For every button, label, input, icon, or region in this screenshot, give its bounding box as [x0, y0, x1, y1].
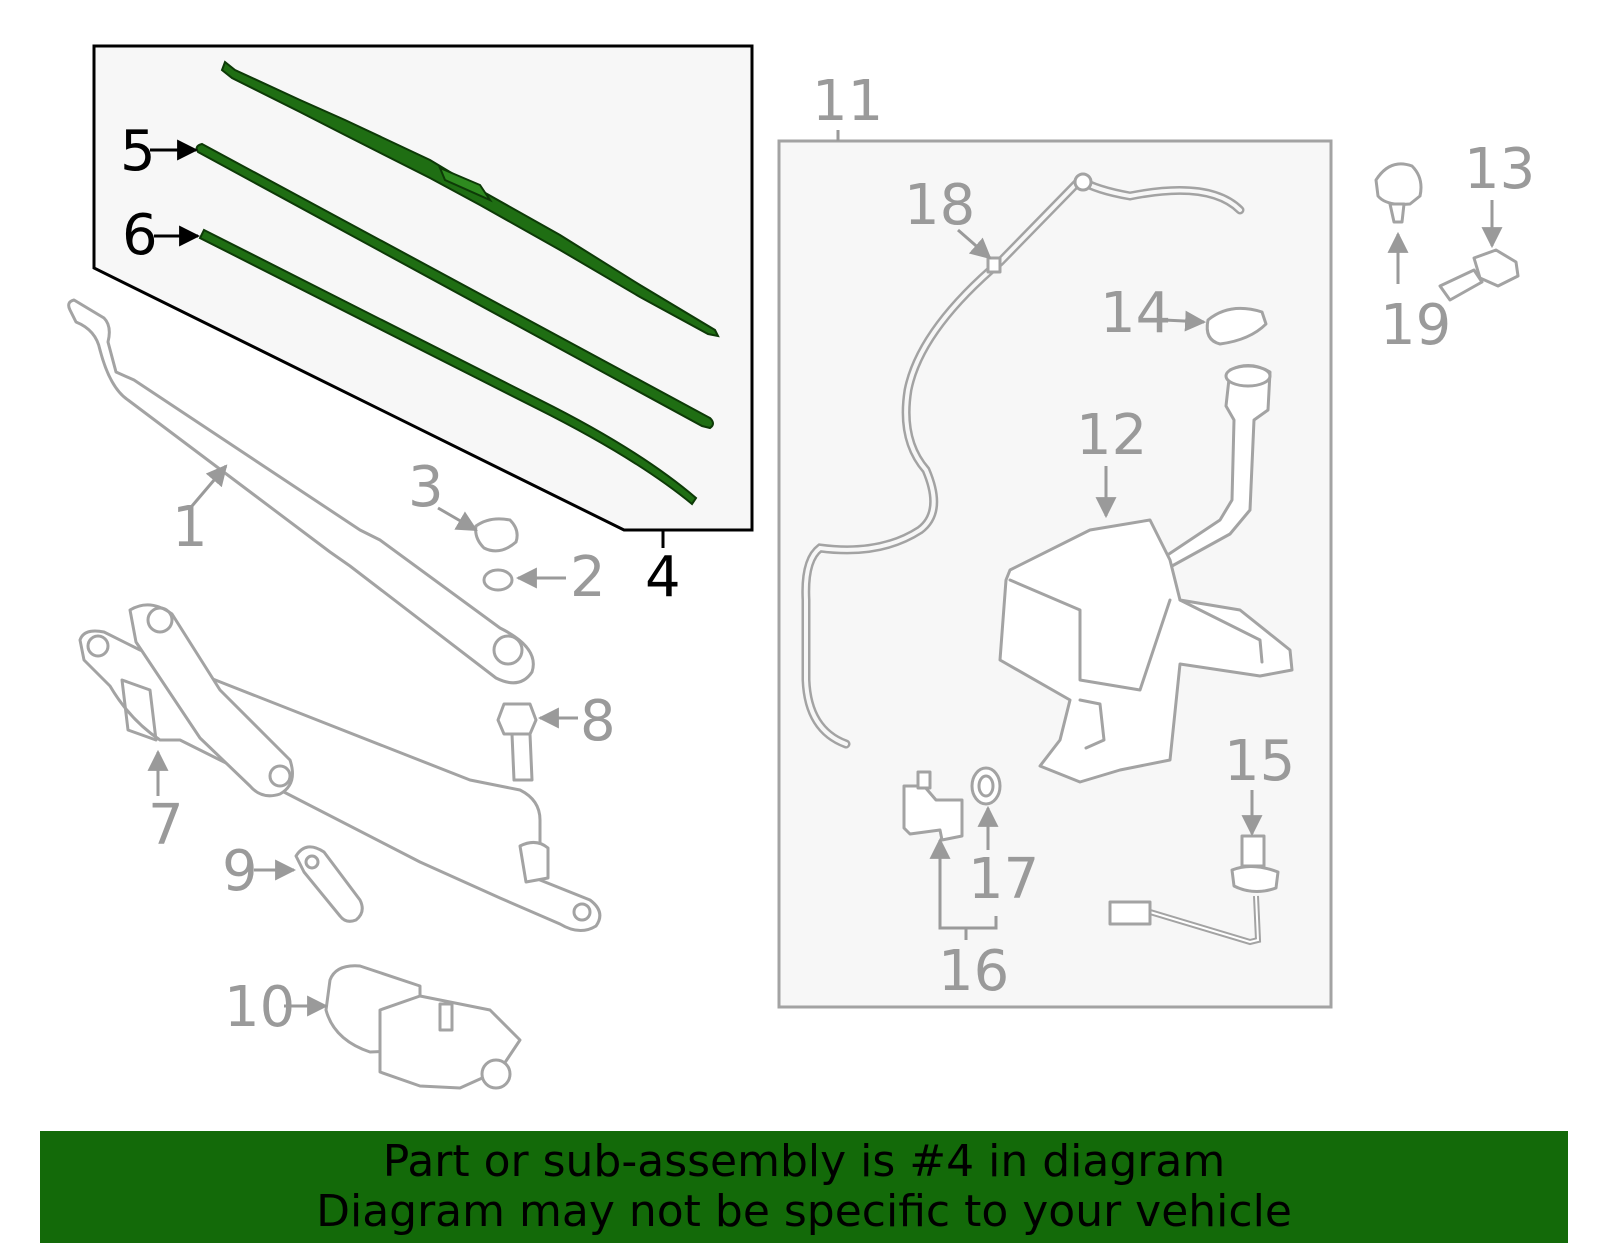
pivot-cap: 3 [408, 455, 519, 553]
callout-18: 18 [904, 173, 975, 238]
callout-13: 13 [1464, 137, 1535, 202]
callout-10: 10 [224, 975, 295, 1040]
wiper-linkage: 7 [78, 603, 602, 932]
nozzle-bolt: 13 [1438, 137, 1535, 302]
wiper-blade-frame [220, 60, 720, 338]
callout-7: 7 [148, 793, 184, 858]
reservoir-cap [1205, 306, 1268, 346]
callout-5: 5 [120, 119, 156, 184]
callout-11: 11 [812, 69, 883, 134]
callout-9: 9 [222, 839, 258, 904]
washer-nozzle: 19 [1374, 162, 1451, 358]
notice-line-1: Part or sub-assembly is #4 in diagram [382, 1136, 1226, 1187]
linkage-bolt: 8 [496, 689, 616, 782]
callout-15: 15 [1224, 729, 1295, 794]
pivot-nut: 2 [482, 545, 606, 610]
callout-12: 12 [1076, 403, 1147, 468]
callout-6: 6 [122, 203, 158, 268]
callout-16: 16 [938, 939, 1009, 1004]
pump-grommet [970, 766, 1002, 806]
level-sensor [1108, 834, 1280, 946]
notice-banner: Part or sub-assembly is #4 in diagram Di… [40, 1131, 1568, 1243]
washer-pump [902, 770, 964, 842]
wiper-arm: 1 [67, 298, 535, 685]
parts-diagram: 5 6 4 1 3 2 7 8 [67, 44, 1535, 1090]
wiper-motor: 10 [224, 964, 522, 1090]
washer-reservoir [998, 364, 1294, 784]
callout-4: 4 [645, 545, 681, 610]
callout-1: 1 [172, 495, 208, 560]
callout-17: 17 [968, 847, 1039, 912]
blade-insert-6 [198, 228, 698, 506]
callout-3: 3 [408, 455, 444, 520]
callout-14: 14 [1100, 281, 1171, 346]
callout-2: 2 [570, 545, 606, 610]
linkage-bracket: 9 [222, 839, 364, 923]
callout-8: 8 [580, 689, 616, 754]
washer-panel: 11 18 14 12 17 [777, 69, 1333, 1009]
callout-19: 19 [1380, 293, 1451, 358]
notice-line-2: Diagram may not be specific to your vehi… [316, 1186, 1292, 1237]
wiper-blade-panel: 5 6 4 [92, 44, 754, 610]
